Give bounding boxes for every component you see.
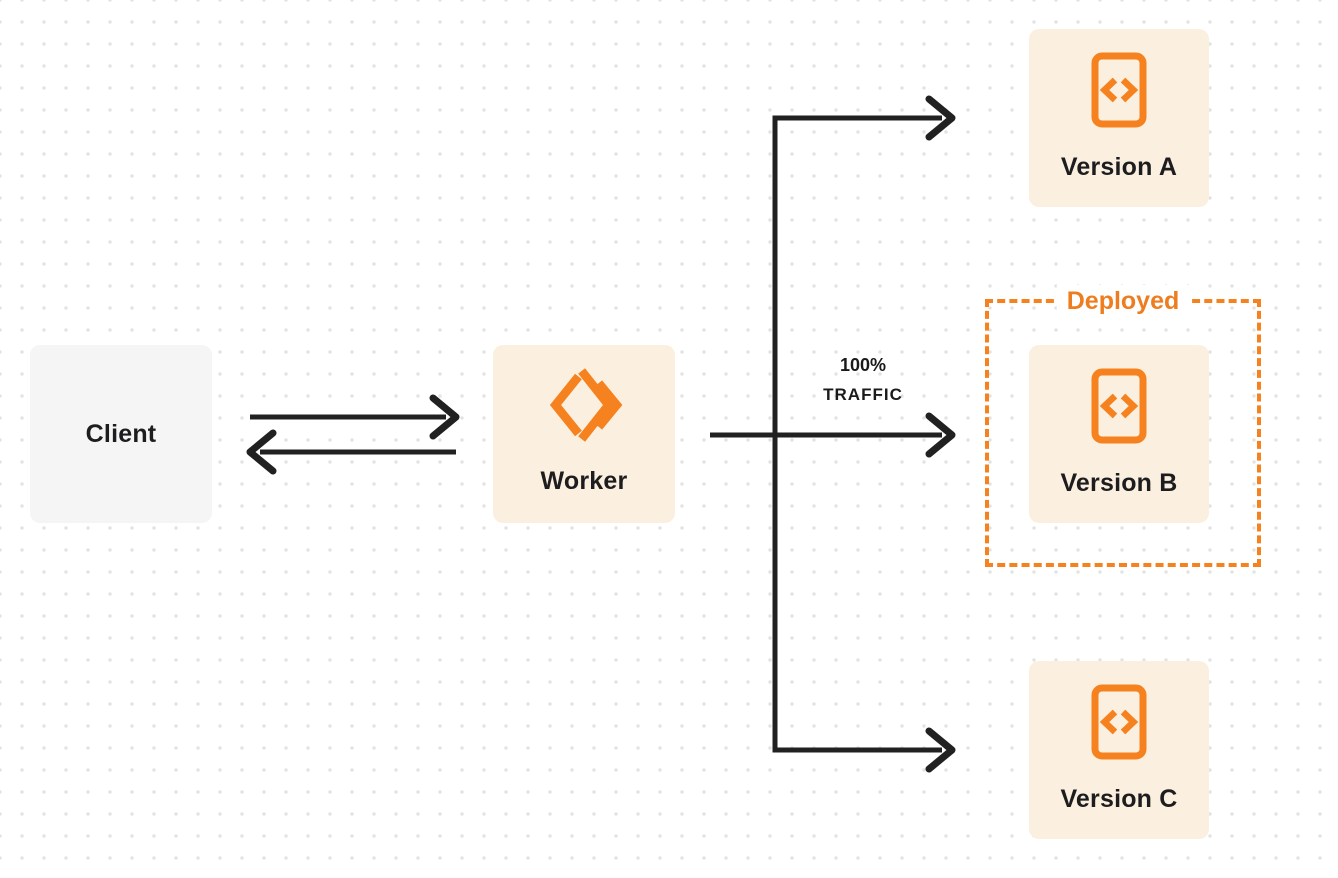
code-file-icon: [1091, 684, 1147, 760]
version-c-label: Version C: [1060, 785, 1178, 813]
deployed-group: Deployed: [985, 285, 1261, 567]
client-to-worker-arrow: [250, 394, 460, 440]
version-b-label: Version B: [1060, 469, 1178, 497]
code-file-icon: [1091, 368, 1147, 444]
worker-to-client-arrow: [246, 429, 456, 475]
worker-output-arrow: [710, 412, 956, 458]
version-c-node: Version C: [1029, 661, 1209, 839]
traffic-label: 100% TRAFFIC: [783, 350, 943, 410]
traffic-word: TRAFFIC: [823, 385, 903, 404]
version-a-node: Version A: [1029, 29, 1209, 207]
worker-node: Worker: [493, 345, 675, 523]
version-b-node: Version B: [1029, 345, 1209, 523]
client-label: Client: [85, 419, 157, 448]
deployed-label: Deployed: [1056, 285, 1190, 317]
version-c-arrowhead: [925, 727, 956, 773]
code-file-icon: [1091, 52, 1147, 128]
cloudflare-workers-icon: [549, 368, 623, 442]
traffic-percent: 100%: [839, 355, 887, 375]
client-node: Client: [30, 345, 212, 523]
version-a-label: Version A: [1060, 153, 1178, 181]
version-a-arrowhead: [925, 95, 956, 141]
worker-label: Worker: [540, 467, 628, 495]
branch-vertical-line: [772, 115, 942, 753]
